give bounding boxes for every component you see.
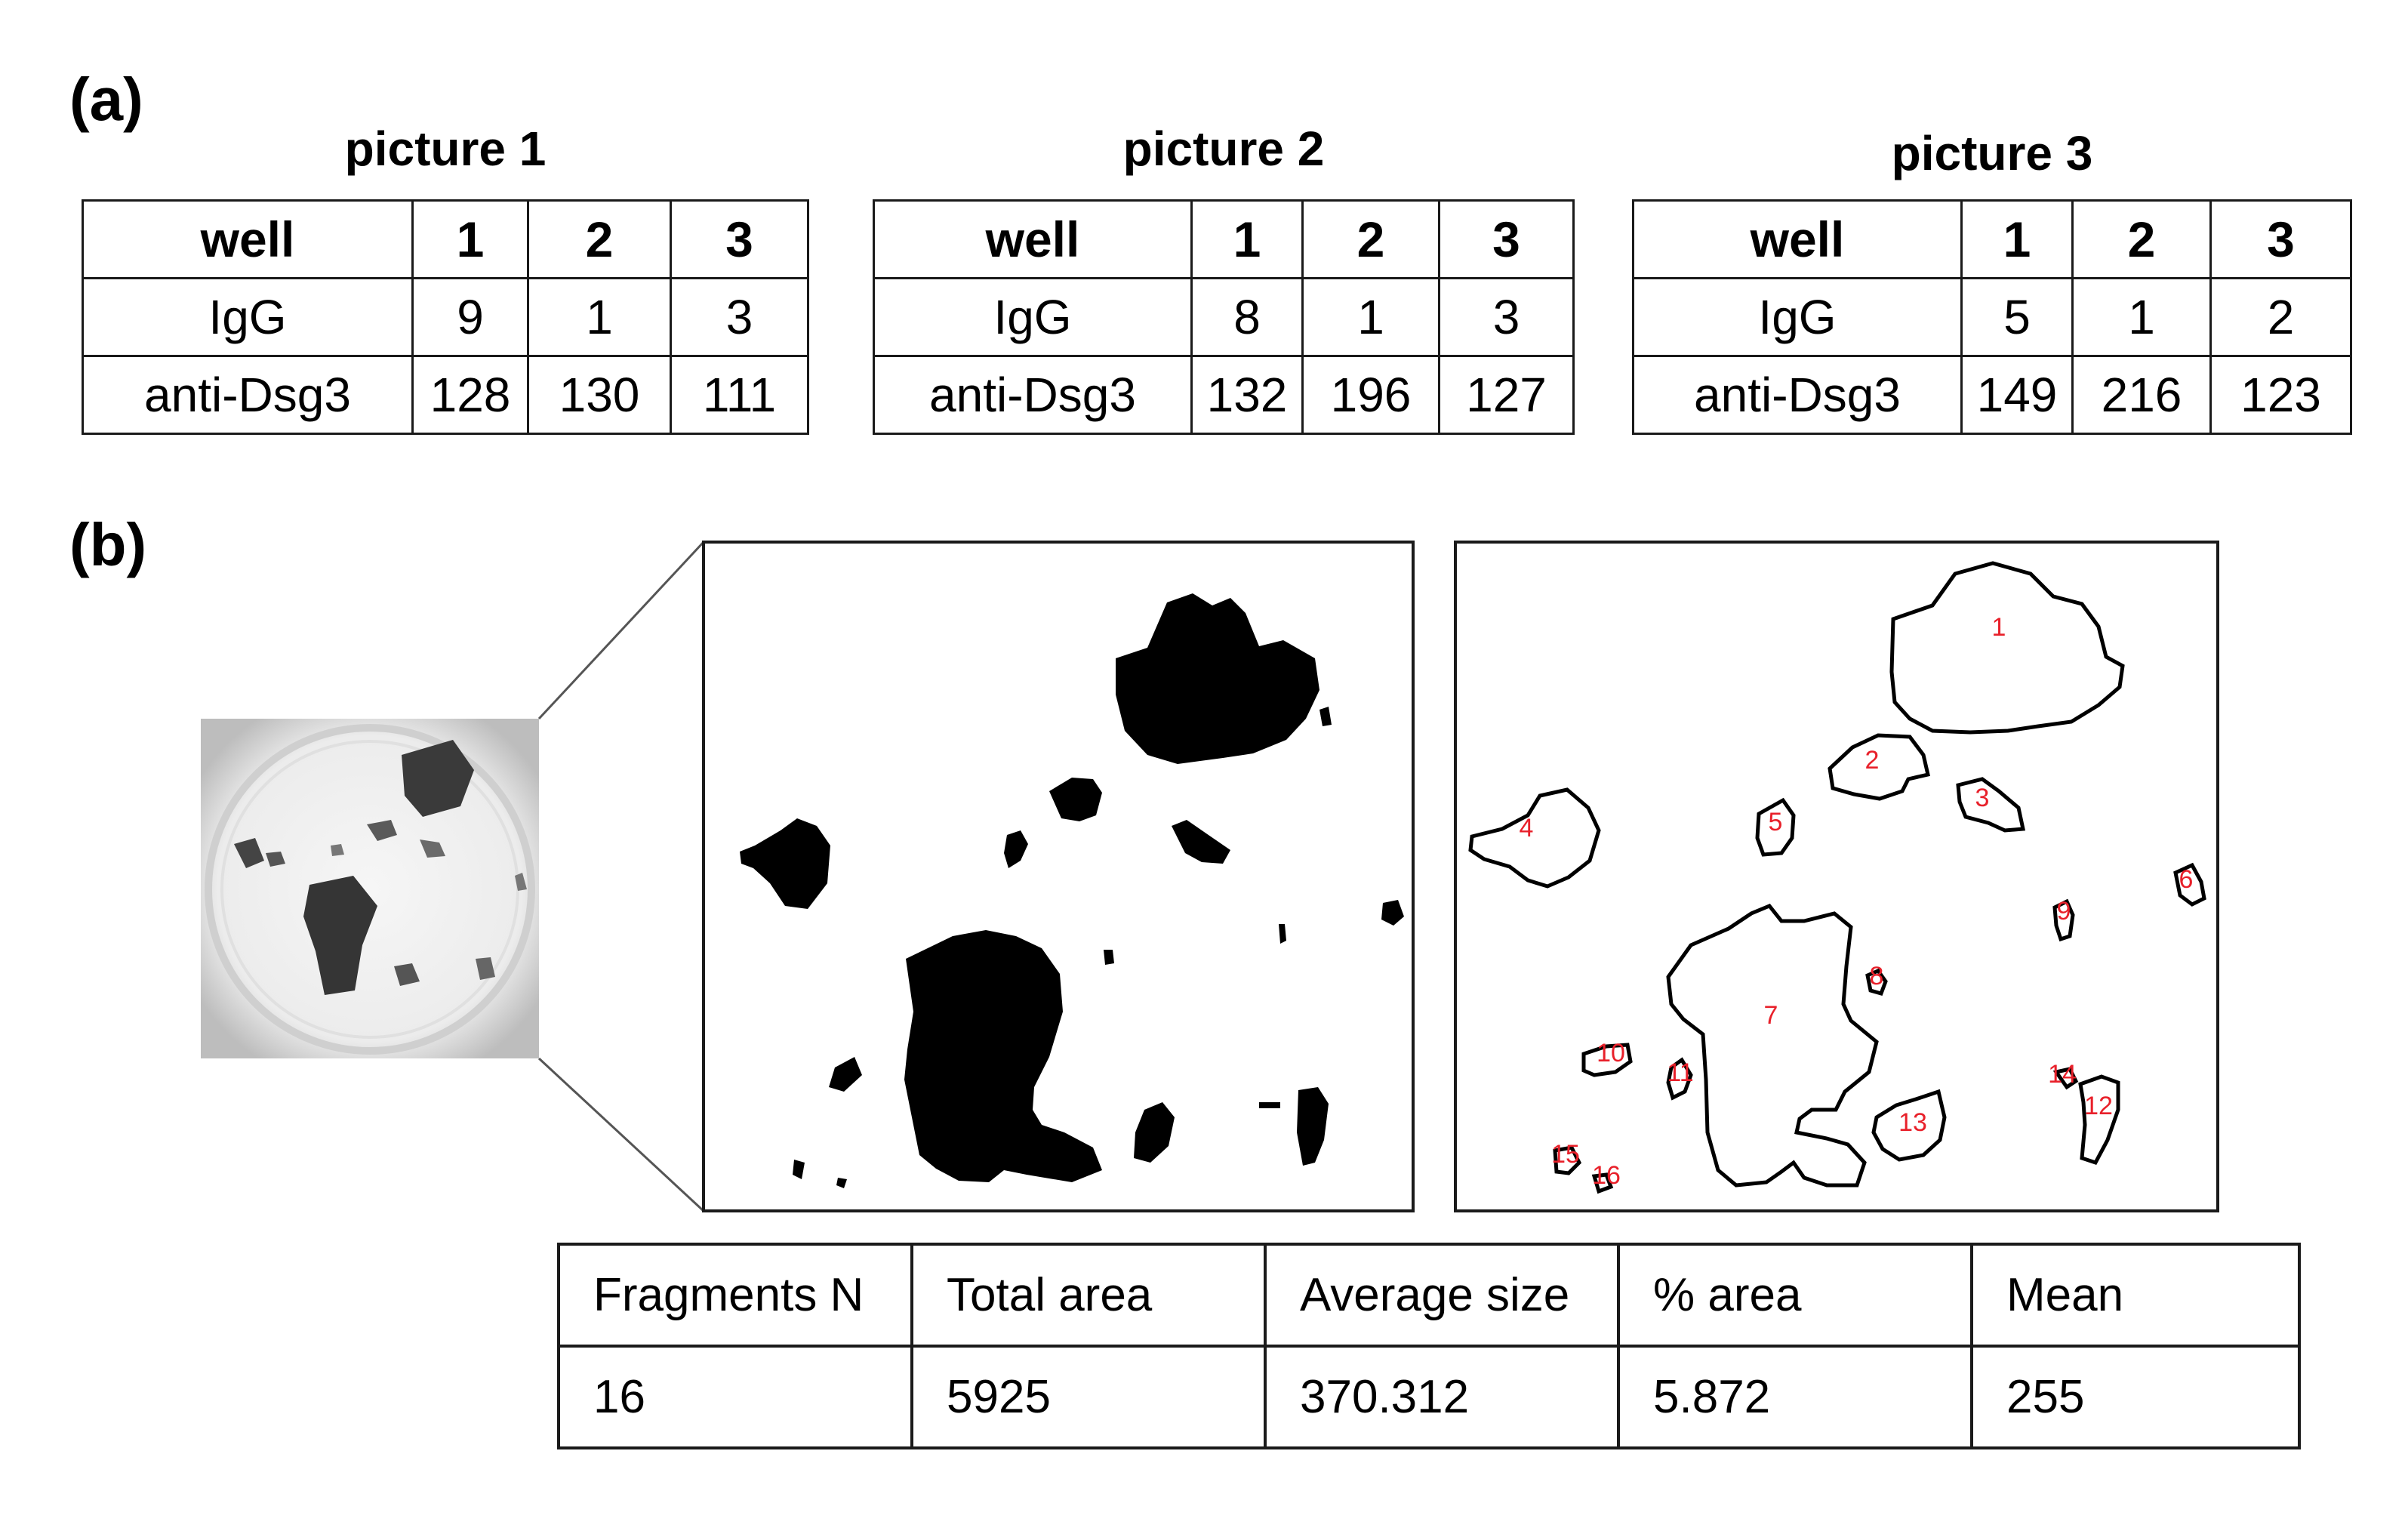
fragment-label: 14	[2048, 1060, 2077, 1089]
fragment-label: 1	[1992, 613, 2006, 642]
table-cell: well	[873, 199, 1193, 279]
table-cell: 8	[1190, 277, 1304, 357]
fragment-label: 15	[1551, 1140, 1580, 1169]
table-cell: 127	[1438, 355, 1575, 435]
fragment-label: 6	[2179, 865, 2194, 894]
table-cell: 1	[411, 199, 529, 279]
table-cell: % area	[1617, 1243, 1973, 1348]
petri-dish-photo	[201, 719, 539, 1058]
table-row: IgG 8 1 3	[873, 277, 1575, 357]
table-cell: 196	[1301, 355, 1440, 435]
table-row: 16 5925 370.312 5.872 255	[557, 1345, 2301, 1449]
fragment-outlines	[1468, 561, 2206, 1194]
binary-mask-image	[702, 541, 1415, 1212]
table-cell: 111	[670, 355, 809, 435]
table-cell: 2	[2209, 277, 2352, 357]
table-cell: IgG	[873, 277, 1193, 357]
table-cell: 130	[527, 355, 672, 435]
fragment-label: 9	[2057, 897, 2071, 926]
table-cell: 3	[2209, 199, 2352, 279]
table-row: anti-Dsg3 132 196 127	[873, 355, 1575, 435]
table-cell: Mean	[1970, 1243, 2301, 1348]
table-cell: 1	[2071, 277, 2212, 357]
fragment-label: 8	[1870, 962, 1884, 990]
table-cell: 3	[1438, 199, 1575, 279]
picture-1-title: picture 1	[344, 122, 547, 176]
fragment-label: 10	[1597, 1039, 1625, 1067]
table-cell: 2	[527, 199, 672, 279]
fragment-label: 16	[1592, 1161, 1621, 1190]
table-cell: 2	[1301, 199, 1440, 279]
table-cell: 128	[411, 355, 529, 435]
fragment-stats-table: Fragments N Total area Average size % ar…	[557, 1243, 2301, 1449]
table-cell: 123	[2209, 355, 2352, 435]
table-cell: 2	[2071, 199, 2212, 279]
table-cell: Fragments N	[557, 1243, 913, 1348]
table-cell: IgG	[82, 277, 414, 357]
table-cell: IgG	[1632, 277, 1963, 357]
picture-1-table: well 1 2 3 IgG 9 1 3 anti-Dsg3 128 130 1…	[82, 199, 809, 435]
table-cell: 5925	[910, 1345, 1267, 1449]
picture-2-table: well 1 2 3 IgG 8 1 3 anti-Dsg3 132 196 1…	[873, 199, 1575, 435]
table-cell: 216	[2071, 355, 2212, 435]
table-cell: 149	[1960, 355, 2074, 435]
table-cell: 9	[411, 277, 529, 357]
table-cell: 132	[1190, 355, 1304, 435]
fragment-label: 2	[1865, 746, 1880, 775]
table-cell: well	[82, 199, 414, 279]
fragment-label: 7	[1764, 1001, 1778, 1030]
zoom-line-top	[537, 541, 705, 720]
table-row: IgG 9 1 3	[82, 277, 809, 357]
picture-3-title: picture 3	[1891, 126, 2093, 180]
table-cell: Average size	[1264, 1243, 1620, 1348]
table-cell: 5.872	[1617, 1345, 1973, 1449]
table-cell: well	[1632, 199, 1963, 279]
table-cell: 16	[557, 1345, 913, 1449]
panel-a-label: (a)	[69, 66, 143, 133]
picture-2-title: picture 2	[1122, 122, 1325, 176]
fragment-label: 13	[1898, 1108, 1927, 1137]
fragment-label: 3	[1975, 784, 1990, 812]
table-cell: anti-Dsg3	[873, 355, 1193, 435]
table-row: anti-Dsg3 149 216 123	[1632, 355, 2352, 435]
table-cell: anti-Dsg3	[82, 355, 414, 435]
table-header-row: well 1 2 3	[873, 199, 1575, 279]
fragment-label: 12	[2084, 1092, 2113, 1120]
fragment-label: 11	[1667, 1058, 1693, 1087]
table-cell: 1	[1960, 199, 2074, 279]
table-row: anti-Dsg3 128 130 111	[82, 355, 809, 435]
table-cell: 1	[527, 277, 672, 357]
table-header-row: Fragments N Total area Average size % ar…	[557, 1243, 2301, 1348]
table-cell: 5	[1960, 277, 2074, 357]
fragment-label: 5	[1769, 808, 1783, 836]
table-header-row: well 1 2 3	[1632, 199, 2352, 279]
panel-b-label: (b)	[69, 511, 147, 578]
table-header-row: well 1 2 3	[82, 199, 809, 279]
table-cell: Total area	[910, 1243, 1267, 1348]
table-cell: anti-Dsg3	[1632, 355, 1963, 435]
table-row: IgG 5 1 2	[1632, 277, 2352, 357]
table-cell: 370.312	[1264, 1345, 1620, 1449]
table-cell: 3	[670, 199, 809, 279]
table-cell: 1	[1190, 199, 1304, 279]
zoom-line-bottom	[537, 1057, 705, 1212]
picture-3-table: well 1 2 3 IgG 5 1 2 anti-Dsg3 149 216 1…	[1632, 199, 2352, 435]
fragment-label: 4	[1520, 814, 1534, 843]
table-cell: 3	[670, 277, 809, 357]
table-cell: 255	[1970, 1345, 2301, 1449]
table-cell: 3	[1438, 277, 1575, 357]
table-cell: 1	[1301, 277, 1440, 357]
